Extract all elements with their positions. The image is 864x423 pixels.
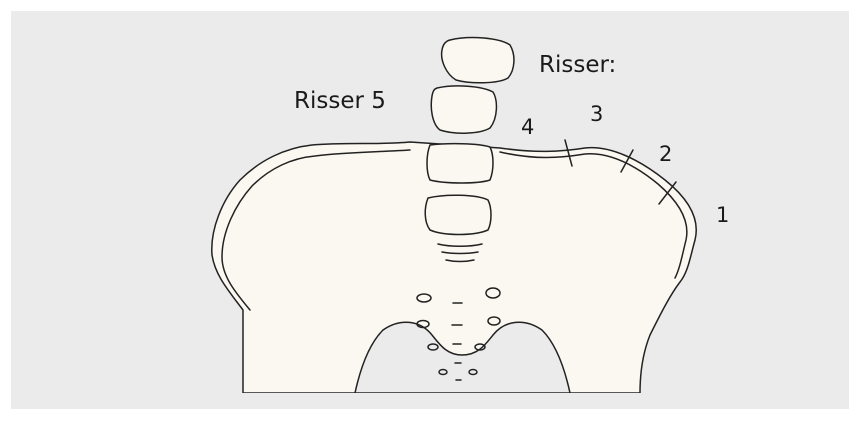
vertebra-3 <box>427 144 493 183</box>
risser-5-label: Risser 5 <box>294 90 386 113</box>
vertebra-2 <box>431 86 496 133</box>
vertebra-4 <box>425 195 491 234</box>
risser-grade-4-label: 4 <box>521 117 534 138</box>
risser-grade-1-label: 1 <box>716 205 729 226</box>
vertebra-1 <box>442 38 514 83</box>
risser-title-label: Risser: <box>539 54 616 77</box>
risser-grade-3-label: 3 <box>590 104 603 125</box>
risser-grade-2-label: 2 <box>659 144 672 165</box>
